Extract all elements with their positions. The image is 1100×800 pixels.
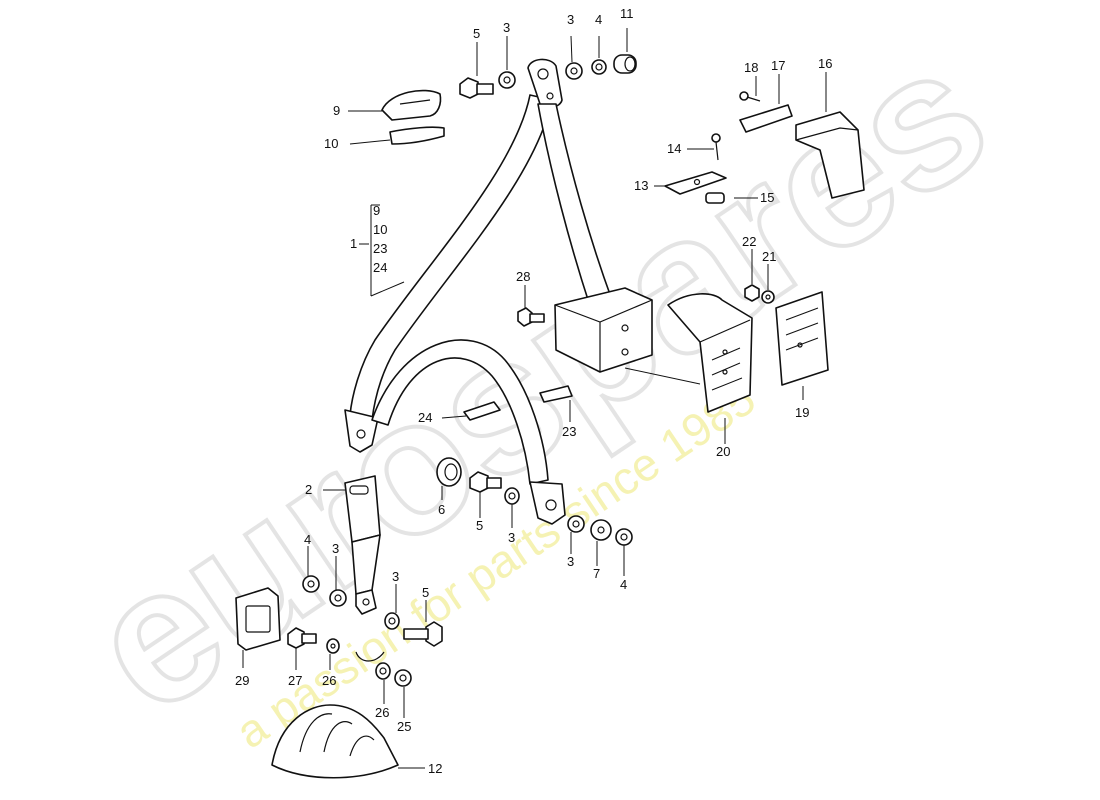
washer-3-left — [329, 589, 347, 607]
callout-6: 6 — [438, 502, 445, 517]
washer-3-top-left — [498, 71, 516, 89]
callout-29: 29 — [235, 673, 249, 688]
washer-3-lower — [567, 515, 585, 533]
callout-19: 19 — [795, 405, 809, 420]
leader-lines — [242, 28, 827, 769]
washer-26-left — [326, 638, 340, 654]
callout-25: 25 — [397, 719, 411, 734]
group-item-24: 24 — [373, 260, 387, 275]
sleeve-6 — [436, 457, 462, 487]
spacer-11 — [613, 54, 637, 74]
callout-22: 22 — [742, 234, 756, 249]
callout-27: 27 — [288, 673, 302, 688]
callout-3-top-left: 3 — [503, 20, 510, 35]
callout-26-lower: 26 — [375, 705, 389, 720]
cover-29 — [235, 587, 281, 651]
callout-labels: 5 3 3 4 11 9 10 1 9 10 23 24 18 17 16 14… — [235, 6, 832, 776]
nut-22 — [744, 284, 760, 302]
callout-3-left: 3 — [332, 541, 339, 556]
callout-4-top: 4 — [595, 12, 602, 27]
guide-24 — [463, 401, 501, 421]
callout-21: 21 — [762, 249, 776, 264]
bracket-20 — [667, 293, 753, 413]
cap-10 — [389, 126, 445, 145]
bolt-27 — [287, 627, 317, 649]
callout-24: 24 — [418, 410, 432, 425]
callout-5-mid: 5 — [476, 518, 483, 533]
plate-17 — [739, 104, 793, 133]
washer-26-lower — [375, 662, 391, 680]
cover-16 — [795, 111, 865, 199]
callout-28: 28 — [516, 269, 530, 284]
retractor-housing — [554, 287, 653, 373]
guide-13 — [664, 171, 727, 195]
washer-4-left — [302, 575, 320, 593]
callout-3-mid: 3 — [508, 530, 515, 545]
bolt-5-lower — [403, 621, 443, 647]
callout-3-top-right: 3 — [567, 12, 574, 27]
callout-16: 16 — [818, 56, 832, 71]
callout-7: 7 — [593, 566, 600, 581]
washer-7 — [590, 519, 612, 541]
callout-15: 15 — [760, 190, 774, 205]
callout-3-lower: 3 — [567, 554, 574, 569]
washer-4-lower — [615, 528, 633, 546]
clip-15 — [705, 192, 725, 204]
callout-12: 12 — [428, 761, 442, 776]
group-item-23: 23 — [373, 241, 387, 256]
callout-23: 23 — [562, 424, 576, 439]
washer-4-top — [591, 59, 607, 75]
callout-17: 17 — [771, 58, 785, 73]
washer-3-mid — [504, 487, 520, 505]
callout-9: 9 — [333, 103, 340, 118]
buckle-2 — [344, 475, 381, 615]
washer-21 — [761, 290, 775, 304]
callout-2: 2 — [305, 482, 312, 497]
bolt-28 — [517, 307, 545, 327]
callout-3-buckle: 3 — [392, 569, 399, 584]
anchor-bracket — [355, 651, 385, 662]
callout-4-lower: 4 — [620, 577, 627, 592]
callout-1: 1 — [350, 236, 357, 251]
callout-20: 20 — [716, 444, 730, 459]
washer-3-top-right — [565, 62, 583, 80]
bracket-19 — [775, 291, 829, 386]
callout-14: 14 — [667, 141, 681, 156]
washer-25 — [394, 669, 412, 687]
callout-13: 13 — [634, 178, 648, 193]
washer-3-buckle — [384, 612, 400, 630]
screw-14 — [711, 133, 721, 161]
callout-5-lower: 5 — [422, 585, 429, 600]
group-item-9: 9 — [373, 203, 380, 218]
boot-12 — [271, 704, 399, 779]
bolt-5-mid — [469, 471, 502, 493]
guide-23 — [539, 385, 573, 403]
belt-strap-lap — [371, 339, 566, 525]
callout-10: 10 — [324, 136, 338, 151]
callout-26-left: 26 — [322, 673, 336, 688]
group-item-10: 10 — [373, 222, 387, 237]
callout-4-left: 4 — [304, 532, 311, 547]
callout-18: 18 — [744, 60, 758, 75]
callout-5-top: 5 — [473, 26, 480, 41]
callout-11: 11 — [620, 6, 634, 21]
cover-9 — [381, 89, 442, 121]
bolt-5-top — [459, 77, 494, 99]
belt-strap-shoulder — [344, 94, 553, 453]
screw-18 — [739, 91, 761, 102]
